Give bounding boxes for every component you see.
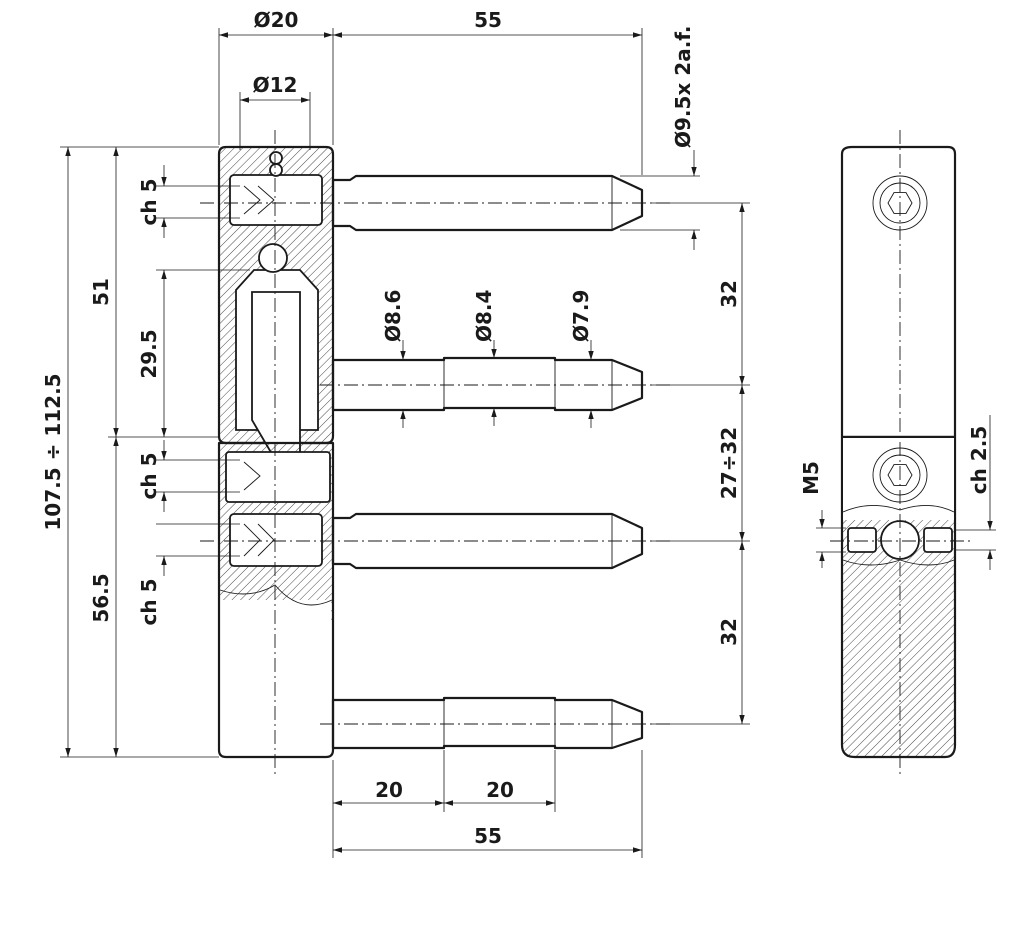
hex-socket-icon [887, 464, 913, 486]
dim-top-55: 55 [474, 8, 502, 32]
dim-bottom-seg-2: 20 [486, 778, 514, 802]
dim-spacing-top: 32 [717, 280, 741, 308]
front-view [200, 130, 670, 775]
pin-4 [331, 696, 644, 750]
dim-thread-m5: M5 [799, 461, 823, 495]
dim-diameter-12: Ø12 [253, 73, 298, 97]
side-dimensions: M5 ch 2.5 [799, 415, 996, 570]
dim-chamfer-top: ch 5 [137, 179, 161, 226]
dim-diameter-20: Ø20 [254, 8, 299, 32]
dim-bottom-seg-1: 20 [375, 778, 403, 802]
dim-pin-dia-8-6: Ø8.6 [381, 290, 405, 342]
lower-leaf-body [217, 441, 335, 759]
dim-hex-key: Ø9.5x 2a.f. [671, 25, 695, 148]
dim-height-29-5: 29.5 [137, 329, 161, 378]
dim-pin-dia-7-9: Ø7.9 [569, 290, 593, 342]
dim-spacing-bottom: 32 [717, 618, 741, 646]
dim-pin-dia-8-4: Ø8.4 [472, 290, 496, 342]
dimensions: Ø20 55 Ø12 Ø9.5x 2a.f. 107.5 ÷ 112.5 51 … [41, 8, 750, 858]
dim-height-51: 51 [89, 278, 113, 306]
dim-spacing-mid: 27÷32 [717, 427, 741, 499]
dim-chamfer-bottom: ch 5 [137, 579, 161, 626]
dim-chamfer-mid: ch 5 [137, 453, 161, 500]
pin-2 [331, 356, 644, 412]
dim-height-56-5: 56.5 [89, 573, 113, 622]
dim-bottom-total: 55 [474, 824, 502, 848]
dim-side-chamfer: ch 2.5 [967, 426, 991, 495]
dim-total-height: 107.5 ÷ 112.5 [41, 373, 65, 530]
side-view [830, 130, 970, 775]
upper-leaf-body [217, 145, 335, 479]
hex-socket-icon [887, 192, 913, 214]
